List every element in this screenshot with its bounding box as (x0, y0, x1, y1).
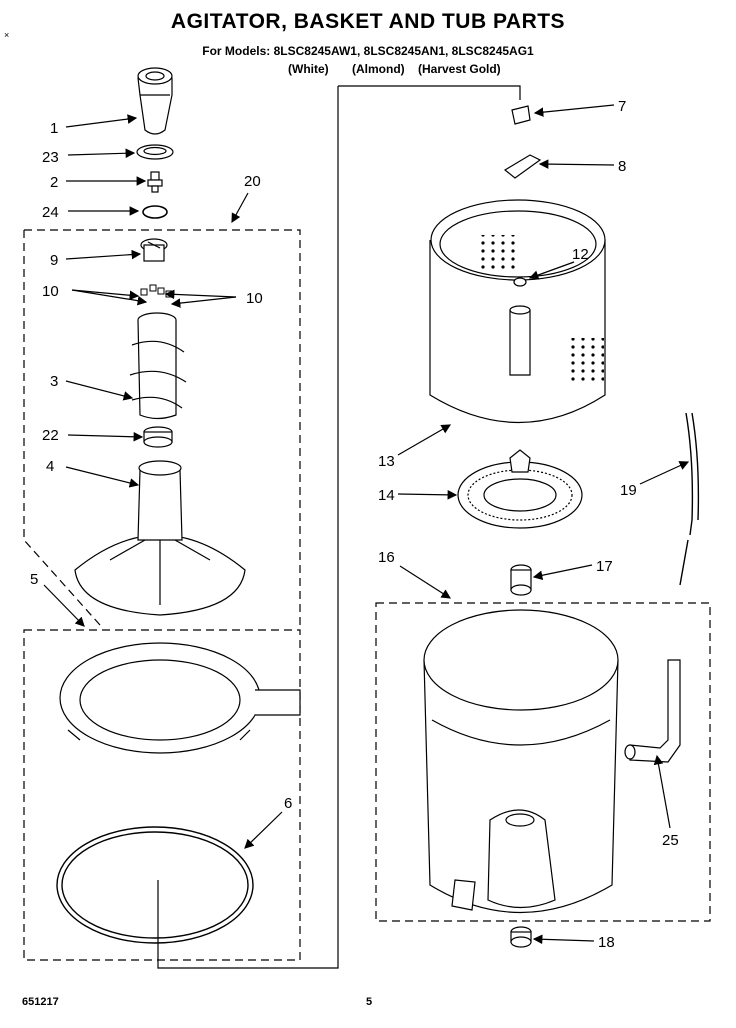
variant-almond: (Almond) (352, 62, 405, 76)
callout-1: 1 (50, 120, 58, 137)
part-5-tub-ring (59, 642, 301, 754)
callout-13: 13 (378, 453, 395, 470)
callout-5: 5 (30, 571, 38, 588)
callout-10-right: 10 (246, 290, 263, 307)
callout-2: 2 (50, 174, 58, 191)
callout-25: 25 (662, 832, 679, 849)
page-number: 5 (366, 996, 373, 1008)
connector-line (157, 86, 339, 969)
part-2-bolt (147, 171, 163, 193)
part-7-nut (511, 105, 531, 125)
assembly-box-16 (375, 602, 711, 922)
part-1-agitator-cap (137, 67, 173, 135)
callout-6: 6 (284, 795, 292, 812)
assembly-box-20 (23, 229, 301, 626)
variant-harvest-gold: (Harvest Gold) (418, 62, 501, 76)
part-8-clip (503, 154, 542, 179)
callout-18: 18 (598, 934, 615, 951)
variant-white: (White) (288, 62, 329, 76)
callout-8: 8 (618, 158, 626, 175)
callout-9: 9 (50, 252, 58, 269)
part-14-drum (457, 449, 583, 529)
part-13-basket (429, 199, 606, 423)
callout-20: 20 (244, 173, 261, 190)
part-22-clutch (143, 426, 173, 448)
callout-12: 12 (572, 246, 589, 263)
corner-mark: × (4, 30, 10, 40)
callout-7: 7 (618, 98, 626, 115)
page-title: AGITATOR, BASKET AND TUB PARTS (170, 10, 566, 33)
part-9-cam (140, 238, 168, 262)
callout-22: 22 (42, 427, 59, 444)
callout-3: 3 (50, 373, 58, 390)
part-23-seal (136, 144, 174, 160)
callout-17: 17 (596, 558, 613, 575)
callout-16: 16 (378, 549, 395, 566)
model-list: For Models: 8LSC8245AW1, 8LSC8245AN1, 8L… (202, 44, 534, 58)
callout-14: 14 (378, 487, 395, 504)
part-16-outer-tub (423, 609, 619, 913)
part-3-auger (129, 312, 187, 420)
callout-19: 19 (620, 482, 637, 499)
diagram-code: 651217 (22, 996, 59, 1008)
part-24-oring (142, 205, 168, 219)
callout-24: 24 (42, 204, 59, 221)
part-4-agitator-base (74, 460, 246, 616)
callout-10-left: 10 (42, 283, 59, 300)
callout-23: 23 (42, 149, 59, 166)
connector-line-top (338, 85, 521, 100)
part-19-hose (679, 412, 700, 586)
part-10-dogs (140, 284, 173, 298)
part-6-snubber-ring (56, 826, 254, 944)
part-25-hose-fitting (624, 659, 681, 763)
assembly-box-5 (23, 629, 301, 961)
callout-4: 4 (46, 458, 54, 475)
part-17-bearing (510, 564, 532, 596)
part-18-nut (510, 926, 532, 948)
leader-arrows (43, 104, 690, 945)
